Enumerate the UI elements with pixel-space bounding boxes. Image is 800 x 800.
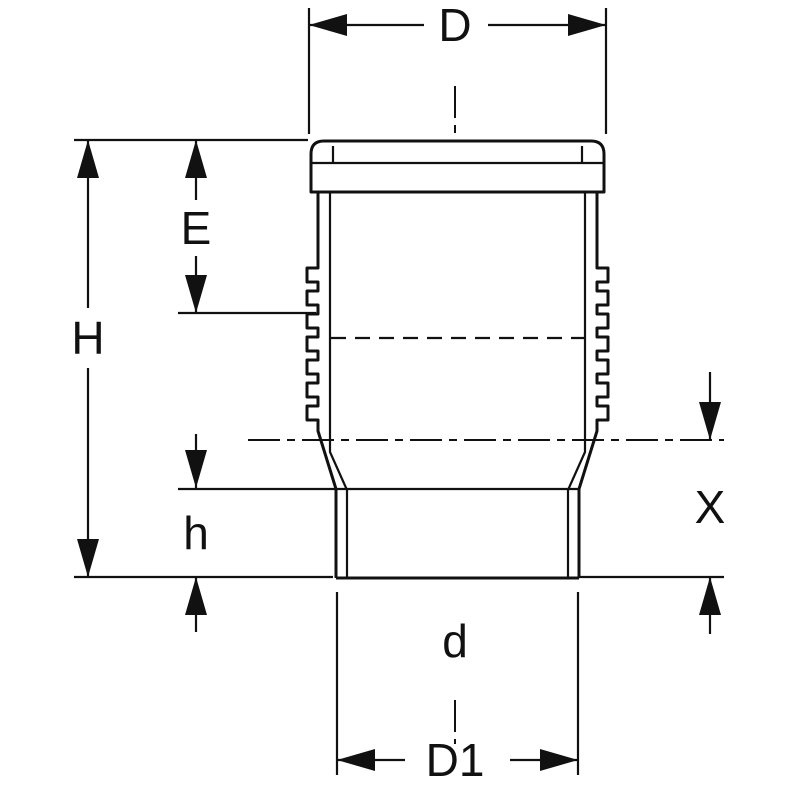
arrowhead-left bbox=[337, 749, 375, 771]
arrowhead-bottom bbox=[77, 539, 99, 577]
dimension-D1: D1 bbox=[335, 592, 580, 786]
socket-bead bbox=[309, 139, 606, 194]
dimension-label-d: d bbox=[442, 615, 468, 667]
dimension-label-E: E bbox=[181, 202, 212, 254]
dimension-H: H bbox=[71, 138, 333, 579]
arrowhead-top bbox=[185, 140, 207, 178]
arrowhead-right bbox=[540, 749, 578, 771]
arrowhead-up bbox=[185, 577, 207, 615]
outer-wall-left bbox=[305, 192, 338, 578]
dimension-d: d bbox=[442, 615, 468, 667]
dimension-label-H: H bbox=[71, 312, 104, 364]
arrowhead-down bbox=[699, 402, 721, 440]
inner-wall-right bbox=[566, 192, 587, 578]
dimension-label-D: D bbox=[438, 0, 471, 51]
dimension-h: h bbox=[178, 434, 335, 632]
arrowhead-bottom bbox=[185, 275, 207, 313]
arrowhead-left bbox=[309, 14, 347, 36]
dimension-D: D bbox=[307, 0, 608, 134]
dimension-E: E bbox=[178, 140, 316, 315]
arrowhead-down bbox=[185, 450, 207, 488]
arrowhead-top bbox=[77, 140, 99, 178]
outer-wall-right bbox=[577, 192, 610, 578]
pipe-fitting-outline bbox=[248, 86, 724, 744]
arrowhead-right bbox=[568, 14, 606, 36]
dimension-X: X bbox=[579, 372, 725, 634]
dimension-label-D1: D1 bbox=[426, 734, 485, 786]
inner-wall-left bbox=[328, 192, 349, 578]
arrowhead-up bbox=[699, 577, 721, 615]
dimension-label-X: X bbox=[695, 481, 726, 533]
dimension-label-h: h bbox=[183, 507, 209, 559]
